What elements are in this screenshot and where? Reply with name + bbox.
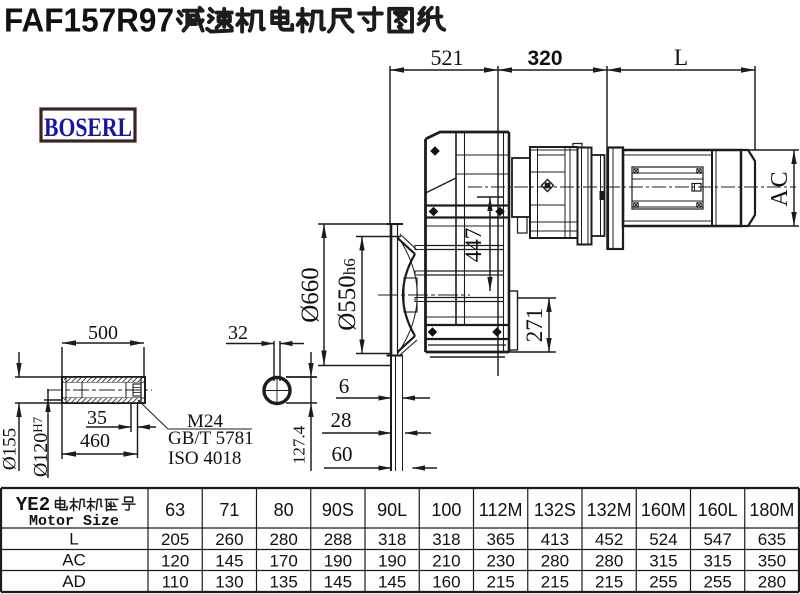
svg-text:350: 350 xyxy=(758,552,786,571)
svg-text:413: 413 xyxy=(541,530,569,549)
svg-text:120: 120 xyxy=(161,552,189,571)
svg-text:ISO 4018: ISO 4018 xyxy=(168,448,241,469)
svg-text:280: 280 xyxy=(758,573,786,592)
svg-text:315: 315 xyxy=(649,552,677,571)
svg-text:315: 315 xyxy=(703,552,731,571)
svg-text:90S: 90S xyxy=(322,500,354,520)
svg-text:500: 500 xyxy=(88,322,118,344)
svg-text:32: 32 xyxy=(228,322,248,344)
svg-text:180M: 180M xyxy=(749,500,794,520)
svg-text:90L: 90L xyxy=(377,500,407,520)
svg-text:447: 447 xyxy=(461,228,486,263)
svg-text:190: 190 xyxy=(378,552,406,571)
svg-text:190: 190 xyxy=(324,552,352,571)
svg-text:280: 280 xyxy=(595,552,623,571)
svg-text:130: 130 xyxy=(215,573,243,592)
svg-text:L: L xyxy=(69,530,78,549)
svg-text:112M: 112M xyxy=(479,500,523,520)
svg-text:280: 280 xyxy=(541,552,569,571)
svg-text:Motor Size: Motor Size xyxy=(29,513,119,530)
svg-text:205: 205 xyxy=(161,530,189,549)
svg-text:Ø660: Ø660 xyxy=(297,267,324,323)
svg-text:255: 255 xyxy=(649,573,677,592)
svg-text:FAF157R97: FAF157R97 xyxy=(4,2,174,39)
svg-text:320: 320 xyxy=(527,47,562,70)
svg-text:521: 521 xyxy=(431,45,464,70)
svg-text:170: 170 xyxy=(269,552,297,571)
svg-text:35: 35 xyxy=(87,407,107,429)
svg-text:BOSERL: BOSERL xyxy=(44,113,132,142)
svg-text:318: 318 xyxy=(432,530,460,549)
svg-text:460: 460 xyxy=(80,430,110,452)
svg-text:547: 547 xyxy=(703,530,731,549)
svg-text:80: 80 xyxy=(274,500,294,520)
svg-text:M24: M24 xyxy=(187,411,223,432)
svg-text:260: 260 xyxy=(215,530,243,549)
svg-text:132S: 132S xyxy=(534,500,576,520)
svg-text:GB/T 5781: GB/T 5781 xyxy=(168,428,254,449)
svg-text:452: 452 xyxy=(595,530,623,549)
svg-text:215: 215 xyxy=(595,573,623,592)
svg-text:288: 288 xyxy=(324,530,352,549)
svg-text:365: 365 xyxy=(486,530,514,549)
svg-text:AC: AC xyxy=(62,551,86,570)
svg-text:AD: AD xyxy=(62,572,86,591)
svg-text:255: 255 xyxy=(703,573,731,592)
svg-text:L: L xyxy=(674,45,688,70)
svg-text:6: 6 xyxy=(339,374,350,398)
svg-text:160: 160 xyxy=(432,573,460,592)
svg-text:215: 215 xyxy=(486,573,514,592)
svg-text:132M: 132M xyxy=(587,500,632,520)
svg-text:63: 63 xyxy=(165,500,185,520)
svg-text:YE2: YE2 xyxy=(16,494,50,516)
svg-text:135: 135 xyxy=(269,573,297,592)
svg-text:280: 280 xyxy=(269,530,297,549)
svg-text:230: 230 xyxy=(486,552,514,571)
svg-text:271: 271 xyxy=(522,308,547,343)
svg-text:Ø155: Ø155 xyxy=(0,428,21,470)
svg-text:127.4: 127.4 xyxy=(290,425,309,464)
svg-text:160L: 160L xyxy=(698,500,738,520)
svg-text:145: 145 xyxy=(324,573,352,592)
svg-text:210: 210 xyxy=(432,552,460,571)
svg-text:AC: AC xyxy=(767,169,793,206)
svg-text:524: 524 xyxy=(649,530,677,549)
svg-text:318: 318 xyxy=(378,530,406,549)
svg-text:71: 71 xyxy=(219,500,239,520)
svg-text:635: 635 xyxy=(758,530,786,549)
svg-text:60: 60 xyxy=(332,442,353,466)
svg-text:100: 100 xyxy=(431,500,461,520)
svg-text:145: 145 xyxy=(215,552,243,571)
svg-text:215: 215 xyxy=(541,573,569,592)
svg-text:160M: 160M xyxy=(641,500,686,520)
svg-text:110: 110 xyxy=(162,573,189,592)
svg-text:145: 145 xyxy=(378,573,406,592)
svg-text:28: 28 xyxy=(331,408,352,432)
